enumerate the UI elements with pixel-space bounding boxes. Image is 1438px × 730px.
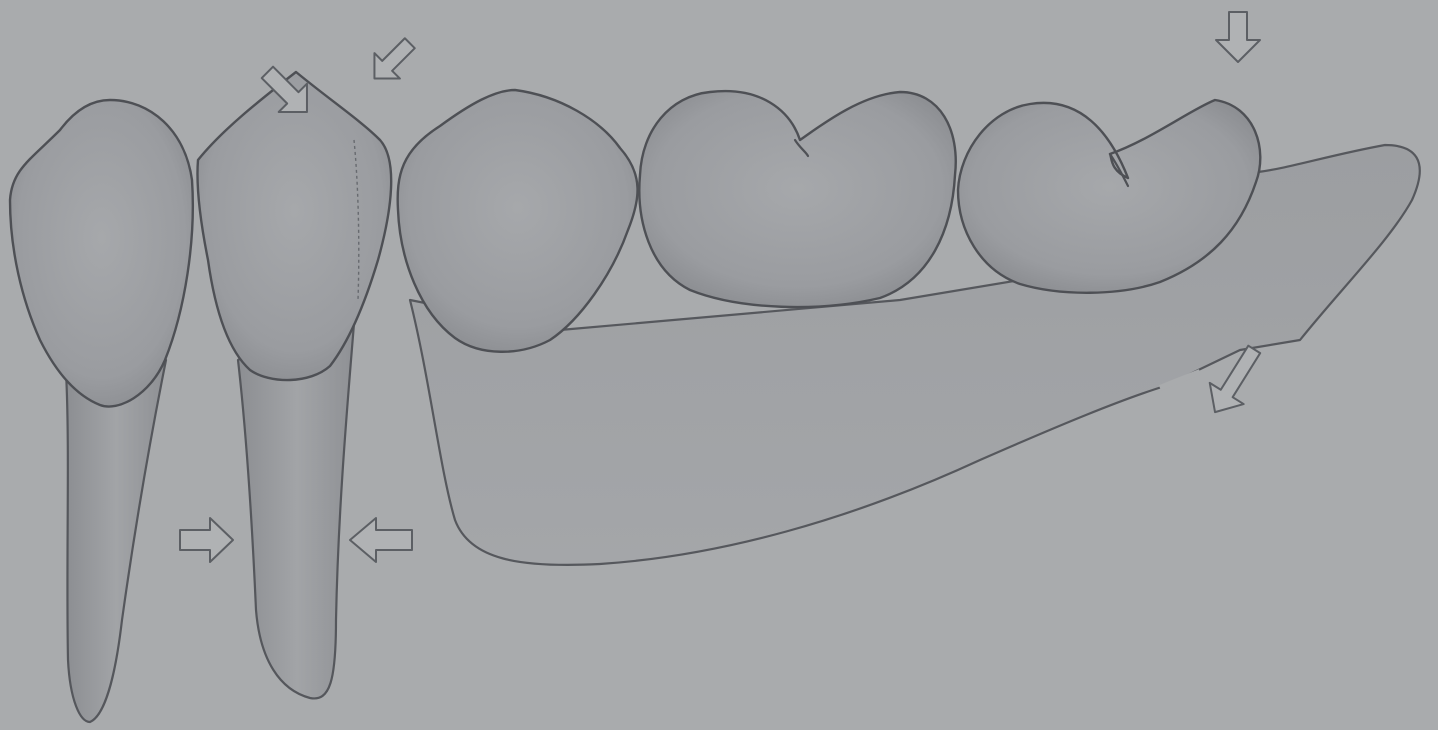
tooth-crown	[639, 91, 955, 307]
tooth-crown	[197, 72, 391, 380]
arrow-down-left-icon	[362, 30, 423, 91]
tooth-crown	[398, 90, 638, 352]
tooth-root	[66, 360, 166, 722]
tooth-crown	[10, 100, 193, 407]
arrow-right-icon	[180, 518, 233, 562]
arrow-down-icon	[1216, 12, 1260, 62]
arrow-left-icon	[350, 518, 412, 562]
